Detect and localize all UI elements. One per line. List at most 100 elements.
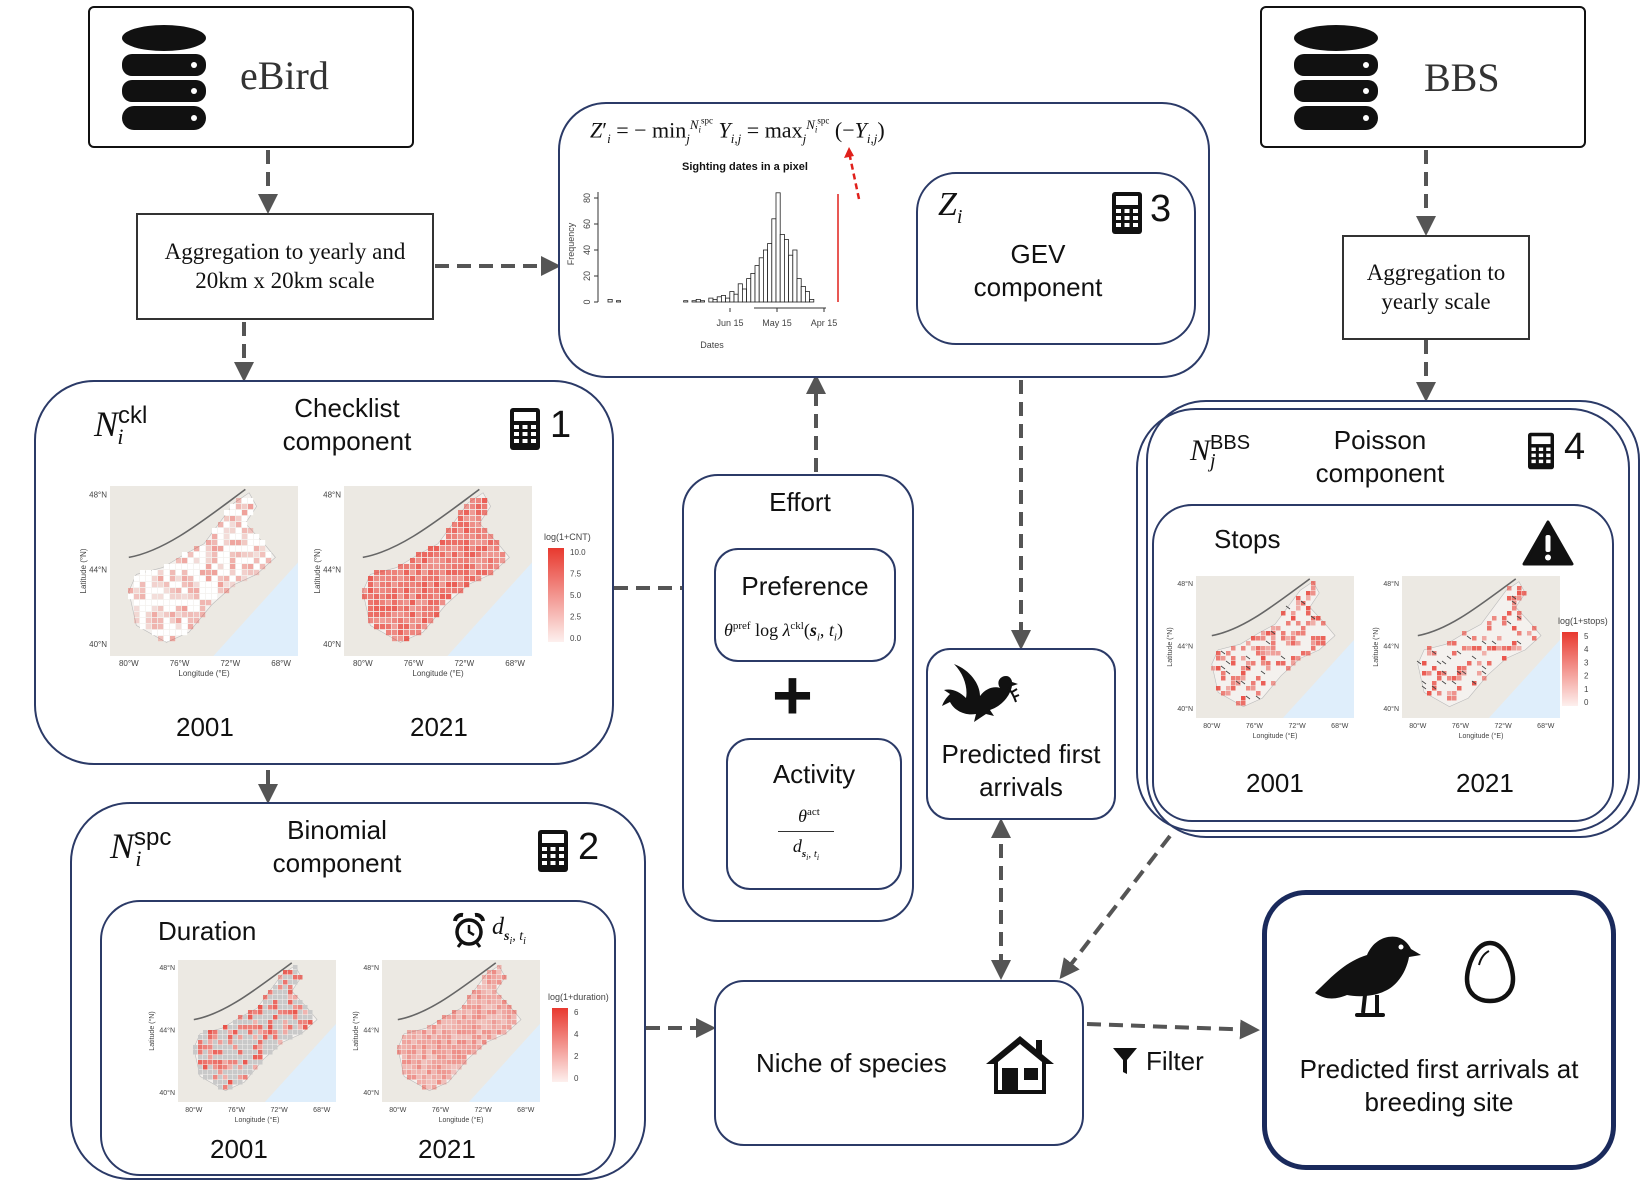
map-cell	[182, 564, 188, 570]
map-cell	[472, 1020, 477, 1025]
map-cell	[283, 970, 288, 975]
map-cell	[1266, 646, 1271, 651]
map-cell	[447, 1065, 452, 1070]
map-cell	[1301, 626, 1306, 631]
map-cell	[1221, 691, 1226, 696]
map-cell	[170, 600, 176, 606]
map-route	[1225, 660, 1231, 665]
map-cell	[412, 1075, 417, 1080]
map-cell	[476, 564, 482, 570]
map-cell	[263, 1035, 268, 1040]
map-cell	[1236, 681, 1241, 686]
map-cell	[434, 558, 440, 564]
map-cell	[428, 576, 434, 582]
map-cell	[452, 1010, 457, 1015]
map-cell	[442, 1055, 447, 1060]
map-cell	[230, 504, 236, 510]
hist-y-tick-label: 20	[582, 271, 592, 281]
map-cell	[398, 618, 404, 624]
map-cell	[432, 1025, 437, 1030]
map-cell	[248, 1020, 253, 1025]
map-cell	[1291, 636, 1296, 641]
map-route	[1225, 670, 1231, 675]
map-cell	[1301, 631, 1306, 636]
map-cell	[288, 1030, 293, 1035]
map-cell	[434, 564, 440, 570]
map-cell	[243, 1020, 248, 1025]
map-cell	[442, 1080, 447, 1085]
map-cell	[170, 630, 176, 636]
map-cell	[1316, 641, 1321, 646]
map-route	[1471, 680, 1477, 685]
map-cell	[410, 582, 416, 588]
map-cell	[462, 1050, 467, 1055]
map-cell	[472, 1025, 477, 1030]
map-cell	[1467, 661, 1472, 666]
map-cell	[268, 1005, 273, 1010]
map-cell	[140, 576, 146, 582]
map-cell	[164, 576, 170, 582]
map-cell	[1271, 636, 1276, 641]
map-cell	[213, 1045, 218, 1050]
map-cell	[442, 1045, 447, 1050]
map-cell	[238, 1065, 243, 1070]
map-cell	[467, 1000, 472, 1005]
map-cell	[278, 1015, 283, 1020]
map-cell	[492, 1015, 497, 1020]
map-cell	[1512, 641, 1517, 646]
map-cell	[470, 510, 476, 516]
map-cell	[193, 1050, 198, 1055]
map-cell	[476, 528, 482, 534]
map-cell	[248, 1035, 253, 1040]
map-cell	[1256, 676, 1261, 681]
map-cell	[230, 552, 236, 558]
map-cell	[218, 570, 224, 576]
map-cell	[293, 970, 298, 975]
map-cell	[233, 1020, 238, 1025]
map-cell	[213, 1060, 218, 1065]
map-cell	[476, 510, 482, 516]
map-cell	[487, 970, 492, 975]
map-cell	[164, 570, 170, 576]
map-cell	[427, 1055, 432, 1060]
map-cell	[458, 522, 464, 528]
map-cell	[404, 576, 410, 582]
map-cell	[407, 1050, 412, 1055]
map-cell	[273, 1040, 278, 1045]
map-cell	[422, 1085, 427, 1090]
map-cell	[380, 600, 386, 606]
map-cell	[236, 540, 242, 546]
map-cell	[1231, 661, 1236, 666]
map-cell	[494, 546, 500, 552]
map-cell	[242, 510, 248, 516]
map-cell	[1291, 661, 1296, 666]
map-cell	[243, 1060, 248, 1065]
map-cell	[472, 1030, 477, 1035]
map-cell	[467, 1045, 472, 1050]
map-cell	[213, 1080, 218, 1085]
map-cell	[298, 1030, 303, 1035]
map-cell	[452, 576, 458, 582]
hist-bar	[616, 300, 622, 303]
map-cell	[452, 582, 458, 588]
map-cell	[253, 1040, 258, 1045]
map-cell	[236, 558, 242, 564]
map-cell	[482, 975, 487, 980]
map-cell	[293, 1025, 298, 1030]
map-cell	[362, 594, 368, 600]
checklist-number: 1	[550, 404, 572, 446]
map-cell	[464, 552, 470, 558]
map-cell	[182, 624, 188, 630]
map-cell	[158, 636, 164, 642]
map-y-label: Latitude (°N)	[1372, 627, 1380, 666]
map-cell	[140, 624, 146, 630]
map-cell	[476, 558, 482, 564]
map-route	[1280, 655, 1286, 660]
map-cell	[467, 1015, 472, 1020]
map-cell	[380, 612, 386, 618]
map-cell	[1432, 666, 1437, 671]
map-cell	[1296, 631, 1301, 636]
hist-bar	[804, 291, 810, 303]
map-route	[1245, 665, 1251, 670]
map-cell	[268, 1050, 273, 1055]
